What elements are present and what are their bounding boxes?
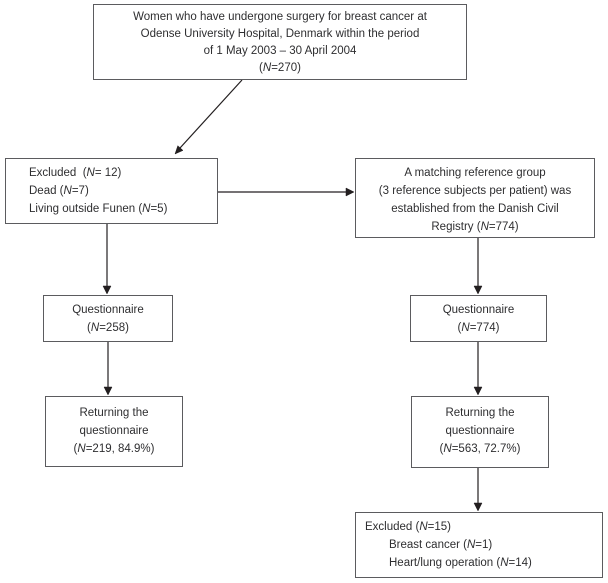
box-line: Questionnaire (442, 304, 515, 316)
box-line: Questionnaire (72, 304, 144, 316)
box-line: (N=774) (457, 322, 500, 334)
arrow-questionnaire-to-returning-left (103, 342, 113, 396)
box-line: Registry (N=774) (431, 221, 519, 233)
arrow-reference-to-questionnaire-right (473, 238, 483, 295)
box-returning-questionnaire-reference: Returning the questionnaire (N=563, 72.7%) (411, 396, 549, 468)
box-returning-questionnaire-patients: Returning the questionnaire (N=219, 84.9%) (45, 396, 183, 467)
box-line: Living outside Funen (N=5) (29, 203, 168, 215)
box-line: (N=270) (259, 62, 301, 74)
box-line: Odense University Hospital, Denmark with… (140, 28, 420, 40)
box-line: Excluded (N=15) (365, 521, 451, 533)
arrow-surgery-to-excluded (174, 79, 243, 155)
box-line: Breast cancer (N=1) (389, 539, 493, 551)
box-reference-group: A matching reference group (3 reference s… (355, 158, 595, 238)
box-line: Heart/lung operation (N=14) (389, 557, 532, 569)
box-line: (3 reference subjects per patient) was (378, 185, 572, 197)
box-line: Dead (N=7) (29, 185, 89, 197)
box-line: Excluded (N= 12) (29, 167, 122, 179)
box-line: of 1 May 2003 – 30 April 2004 (203, 45, 357, 57)
box-surgery-population: Women who have undergone surgery for bre… (93, 4, 467, 80)
arrow-excluded-to-reference (218, 187, 355, 197)
arrow-questionnaire-to-returning-right (473, 342, 483, 396)
box-line: (N=219, 84.9%) (73, 443, 155, 455)
box-line: A matching reference group (404, 167, 546, 179)
box-line: Returning the (79, 407, 149, 419)
box-questionnaire-reference: Questionnaire (N=774) (410, 295, 547, 342)
box-line: established from the Danish Civil (391, 203, 559, 215)
box-line: Women who have undergone surgery for bre… (133, 11, 427, 23)
box-excluded-patients: Excluded (N= 12) Dead (N=7) Living outside… (5, 158, 218, 224)
box-line: questionnaire (445, 425, 515, 437)
arrow-returning-to-excluded-bottom (473, 468, 483, 512)
box-excluded-reference: Excluded (N=15) Breast cancer (N=1) Heart/… (355, 512, 603, 578)
box-line: questionnaire (79, 425, 149, 437)
box-line: Returning the (445, 407, 515, 419)
arrow-excluded-to-questionnaire-left (102, 224, 112, 295)
box-line: (N=563, 72.7%) (439, 443, 521, 455)
box-line: (N=258) (87, 322, 129, 334)
box-questionnaire-patients: Questionnaire (N=258) (43, 295, 173, 342)
